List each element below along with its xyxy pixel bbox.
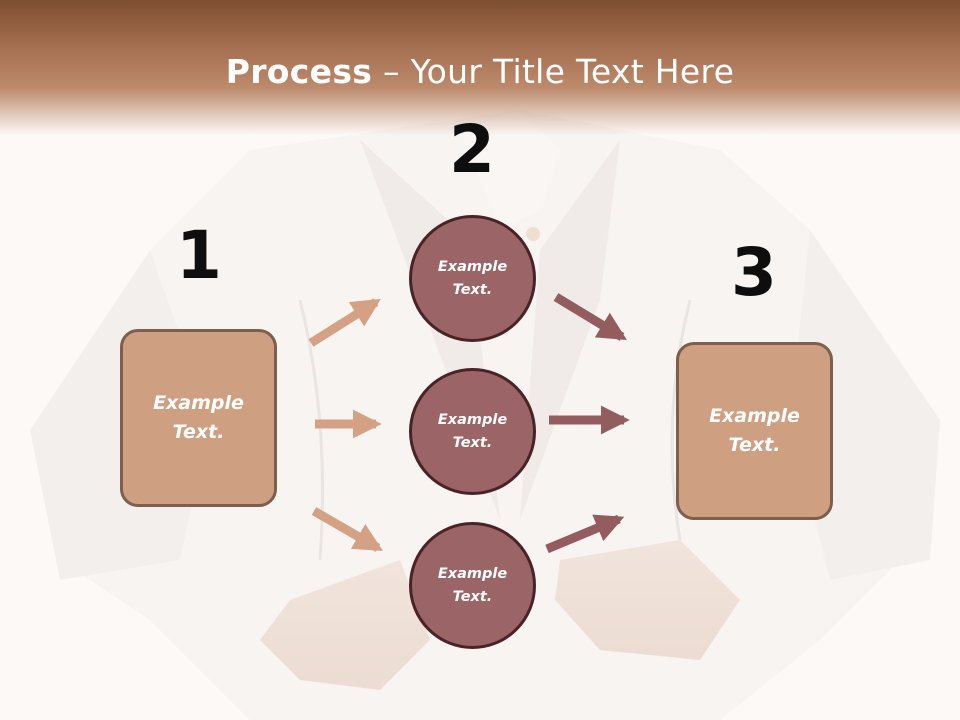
title-rest: – Your Title Text Here — [372, 52, 735, 91]
process-box-left: Example Text. — [120, 329, 277, 507]
title-band — [0, 0, 960, 135]
step-number-2: 2 — [449, 111, 495, 188]
arrow-left-to-bottom — [311, 507, 383, 552]
box-left-text: Example Text. — [153, 392, 244, 443]
step-number-1: 1 — [176, 217, 222, 294]
circle-bottom-text: Example Text. — [437, 565, 508, 605]
circle-top-text: Example Text. — [437, 258, 508, 298]
arrow-bottom-to-right — [545, 514, 625, 554]
process-circle-middle: Example Text. — [409, 368, 536, 495]
slide-title: Process – Your Title Text Here — [0, 52, 960, 91]
process-circle-top: Example Text. — [409, 215, 536, 342]
arrow-top-to-right — [553, 293, 627, 341]
title-bold: Process — [225, 52, 373, 91]
circle-middle-text: Example Text. — [437, 411, 508, 451]
step-number-3: 3 — [731, 234, 777, 311]
process-circle-bottom: Example Text. — [409, 522, 536, 649]
process-box-right: Example Text. — [676, 342, 833, 520]
box-right-text: Example Text. — [709, 405, 800, 456]
arrow-left-to-top — [308, 298, 381, 347]
